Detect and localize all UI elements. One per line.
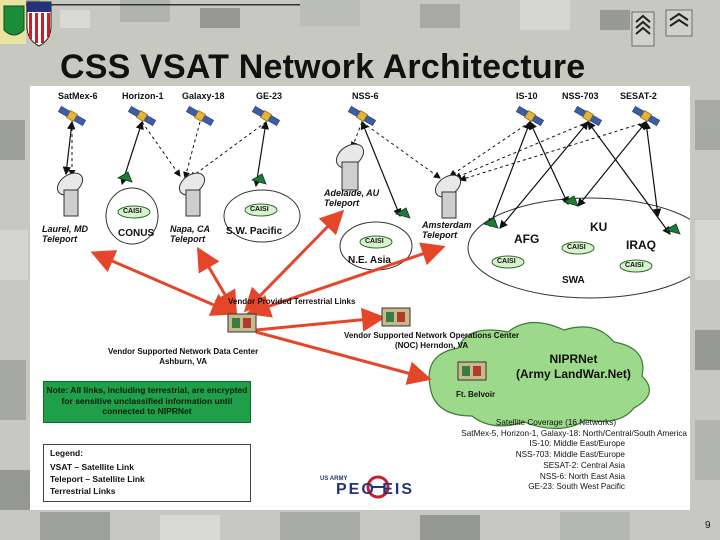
caisi-label-sw-pacific: CAISI [250, 206, 269, 213]
legend-row-terrestrial: Terrestrial Links [50, 486, 116, 496]
afg-label: AFG [514, 232, 540, 246]
page-number: 9 [705, 520, 711, 531]
noc-label: Vendor Supported Network Operations Cent… [344, 331, 520, 350]
logo-top-text: US ARMY [320, 476, 348, 482]
coverage-line: NSS-6: North East Asia [539, 471, 625, 481]
satellite-icon-ge23 [251, 105, 281, 127]
napa-teleport-label: Napa, CA Teleport [170, 224, 211, 244]
coverage-heading: Satellite Coverage (16 Networks) [495, 418, 617, 427]
network-diagram: SatMex-6 Horizon-1 Galaxy-18 GE-23 NSS-6… [30, 86, 690, 510]
legend-box: Legend: VSAT – Satellite Link Teleport –… [43, 444, 251, 502]
amsterdam-teleport-label: Amsterdam Teleport [422, 220, 472, 240]
coverage-line: IS-10: Middle East/Europe [529, 439, 625, 449]
caisi-label-afg: CAISI [497, 258, 516, 265]
coverage-line: SatMex-5, Horizon-1, Galaxy-18: North/Ce… [461, 428, 687, 438]
satellite-icon-galaxy18 [185, 105, 215, 127]
vsat-dishes [117, 171, 681, 235]
satellite-label-nss6: NSS-6 [352, 91, 379, 101]
rank-insignia-icon [631, 9, 693, 47]
sw-pacific-label: S.W. Pacific [226, 226, 283, 237]
army-shield-logo [0, 0, 300, 47]
caisi-label-ne-asia: CAISI [365, 238, 384, 245]
caisi-label-iraq: CAISI [625, 262, 644, 269]
caisi-label-conus: CAISI [123, 208, 142, 215]
ku-label: KU [590, 220, 608, 234]
data-center-label: Vendor Supported Network Data Center Ash… [108, 347, 259, 366]
niprnet-cloud [428, 321, 650, 430]
satellite-label-is10: IS-10 [516, 91, 538, 101]
satellite-coverage-list: Satellite Coverage (16 Networks) SatMex-… [425, 418, 687, 493]
teleport-dishes [56, 143, 462, 219]
satellite-icon-is10 [515, 105, 545, 127]
logo-text: PEO EIS [336, 481, 415, 498]
caisi-label-ku: CAISI [567, 244, 586, 251]
satellite-label-galaxy18: Galaxy-18 [182, 91, 225, 101]
satellite-label-sesat2: SESAT-2 [620, 91, 657, 101]
ft-belvoir-label: Ft. Belvoir [456, 390, 496, 399]
terrestrial-links-label: Vendor Provided Terrestrial Links [228, 297, 356, 306]
niprnet-label: NIPRNet (Army LandWar.Net) [516, 352, 631, 381]
satellite-label-nss703: NSS-703 [562, 91, 599, 101]
legend-row-teleport: Teleport – Satellite Link [50, 474, 145, 484]
coverage-line: NSS-703: Middle East/Europe [515, 450, 625, 460]
legend-row-vsat: VSAT – Satellite Link [50, 462, 134, 472]
ne-asia-label: N.E. Asia [348, 255, 391, 266]
conus-label: CONUS [118, 228, 155, 239]
satellite-label-horizon1: Horizon-1 [122, 91, 164, 101]
adelaide-teleport-label: Adelaide, AU Teleport [324, 188, 380, 208]
laurel-teleport-label: Laurel, MD Teleport [42, 224, 89, 244]
satellite-label-satmex6: SatMex-6 [58, 91, 98, 101]
caisi-nodes [117, 203, 653, 273]
satellite-icon-horizon1 [127, 105, 157, 127]
coverage-line: SESAT-2: Central Asia [543, 460, 625, 470]
diagram-graphics [56, 105, 690, 504]
satellite-label-ge23: GE-23 [256, 91, 283, 101]
terrestrial-links [90, 209, 446, 385]
server-icons [227, 307, 487, 381]
peo-eis-logo [316, 470, 436, 504]
coverage-line: GE-23: South West Pacific [528, 482, 625, 492]
satellite-icon-satmex6 [57, 105, 87, 127]
iraq-label: IRAQ [626, 238, 656, 252]
satellites-group [57, 105, 661, 127]
encryption-note: Note: All links, including terrestrial, … [43, 381, 251, 423]
legend-title: Legend: [50, 448, 84, 458]
swa-label: SWA [562, 275, 585, 286]
slide-title: CSS VSAT Network Architecture [60, 48, 586, 86]
